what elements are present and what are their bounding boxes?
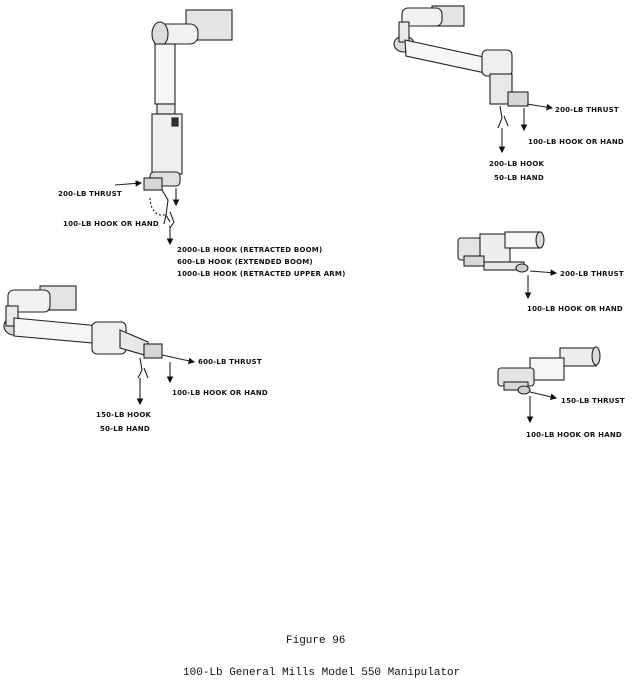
hook-or-hand-label: 100-LB HOOK OR HAND <box>172 389 268 397</box>
hook-or-hand-label: 100-LB HOOK OR HAND <box>528 138 624 146</box>
thrust-label: 200-LB THRUST <box>555 106 619 114</box>
hook-or-hand-label: 100-LB HOOK OR HAND <box>526 431 622 439</box>
thrust-arrow <box>529 269 558 276</box>
thrust-label: 200-LB THRUST <box>58 190 122 198</box>
thrust-label: 200-LB THRUST <box>560 270 624 278</box>
manipulator-horizontal-arm-a <box>393 5 529 129</box>
hand-label: 50-LB HAND <box>494 174 544 182</box>
manipulator-compact-a <box>457 231 545 273</box>
hook-capacity-line: 600-LB HOOK (EXTENDED BOOM) <box>177 258 313 266</box>
manipulator-extended-arm <box>3 285 163 379</box>
hook-capacity-line: 2000-LB HOOK (RETRACTED BOOM) <box>177 246 323 254</box>
hook-label: 150-LB HOOK <box>96 411 152 419</box>
thrust-arrow <box>114 180 143 187</box>
thrust-arrow <box>161 354 196 365</box>
thrust-label: 150-LB THRUST <box>561 397 625 405</box>
figure-number: Figure 96 <box>286 635 346 647</box>
hook-or-hand-label: 100-LB HOOK OR HAND <box>63 220 159 228</box>
manipulator-compact-b <box>497 346 601 395</box>
hook-label: 200-LB HOOK <box>489 160 545 168</box>
hand-label: 50-LB HAND <box>100 425 150 433</box>
thrust-label: 600-LB THRUST <box>198 358 262 366</box>
thrust-arrow <box>526 103 554 111</box>
hook-or-hand-label: 100-LB HOOK OR HAND <box>527 305 623 313</box>
swing-arc <box>149 197 167 216</box>
hook-capacity-line: 1000-LB HOOK (RETRACTED UPPER ARM) <box>177 270 346 278</box>
thrust-arrow <box>529 391 558 400</box>
manipulator-vertical-boom <box>143 9 233 229</box>
figure-title: 100-Lb General Mills Model 550 Manipulat… <box>183 667 461 679</box>
